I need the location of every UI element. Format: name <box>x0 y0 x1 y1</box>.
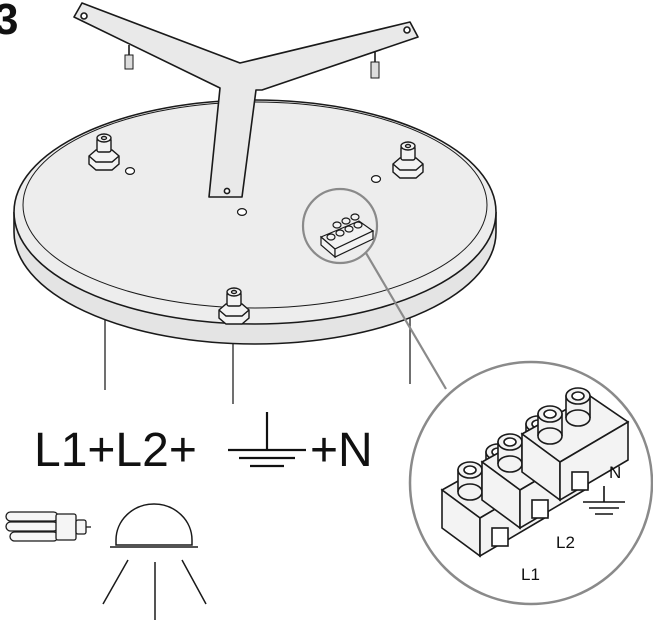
terminal-ground-icon <box>583 486 625 515</box>
plate-holes <box>124 167 382 217</box>
step-number: 3 <box>0 0 18 44</box>
terminal-block-small <box>319 213 375 259</box>
label-l2: L2 <box>556 533 575 552</box>
ground-symbol-icon <box>228 412 306 468</box>
formula-phases: L1+L2+ <box>34 424 197 477</box>
nut-icon <box>88 133 120 171</box>
mounting-bracket <box>73 2 419 198</box>
callout-leader <box>365 252 447 390</box>
nut-icon <box>218 287 250 325</box>
terminal-module <box>520 387 630 502</box>
cfl-bulb-icon <box>5 511 91 542</box>
ceiling-lamp-icon <box>102 503 207 620</box>
label-l1: L1 <box>521 565 540 584</box>
mounting-nuts <box>88 133 424 325</box>
callout-ring <box>301 187 379 265</box>
formula-neutral: +N <box>310 424 373 477</box>
nut-icon <box>392 141 424 179</box>
fixture-plate <box>13 99 497 345</box>
label-n: N <box>609 463 621 482</box>
terminal-block-zoom: N L2 L1 <box>408 360 653 606</box>
